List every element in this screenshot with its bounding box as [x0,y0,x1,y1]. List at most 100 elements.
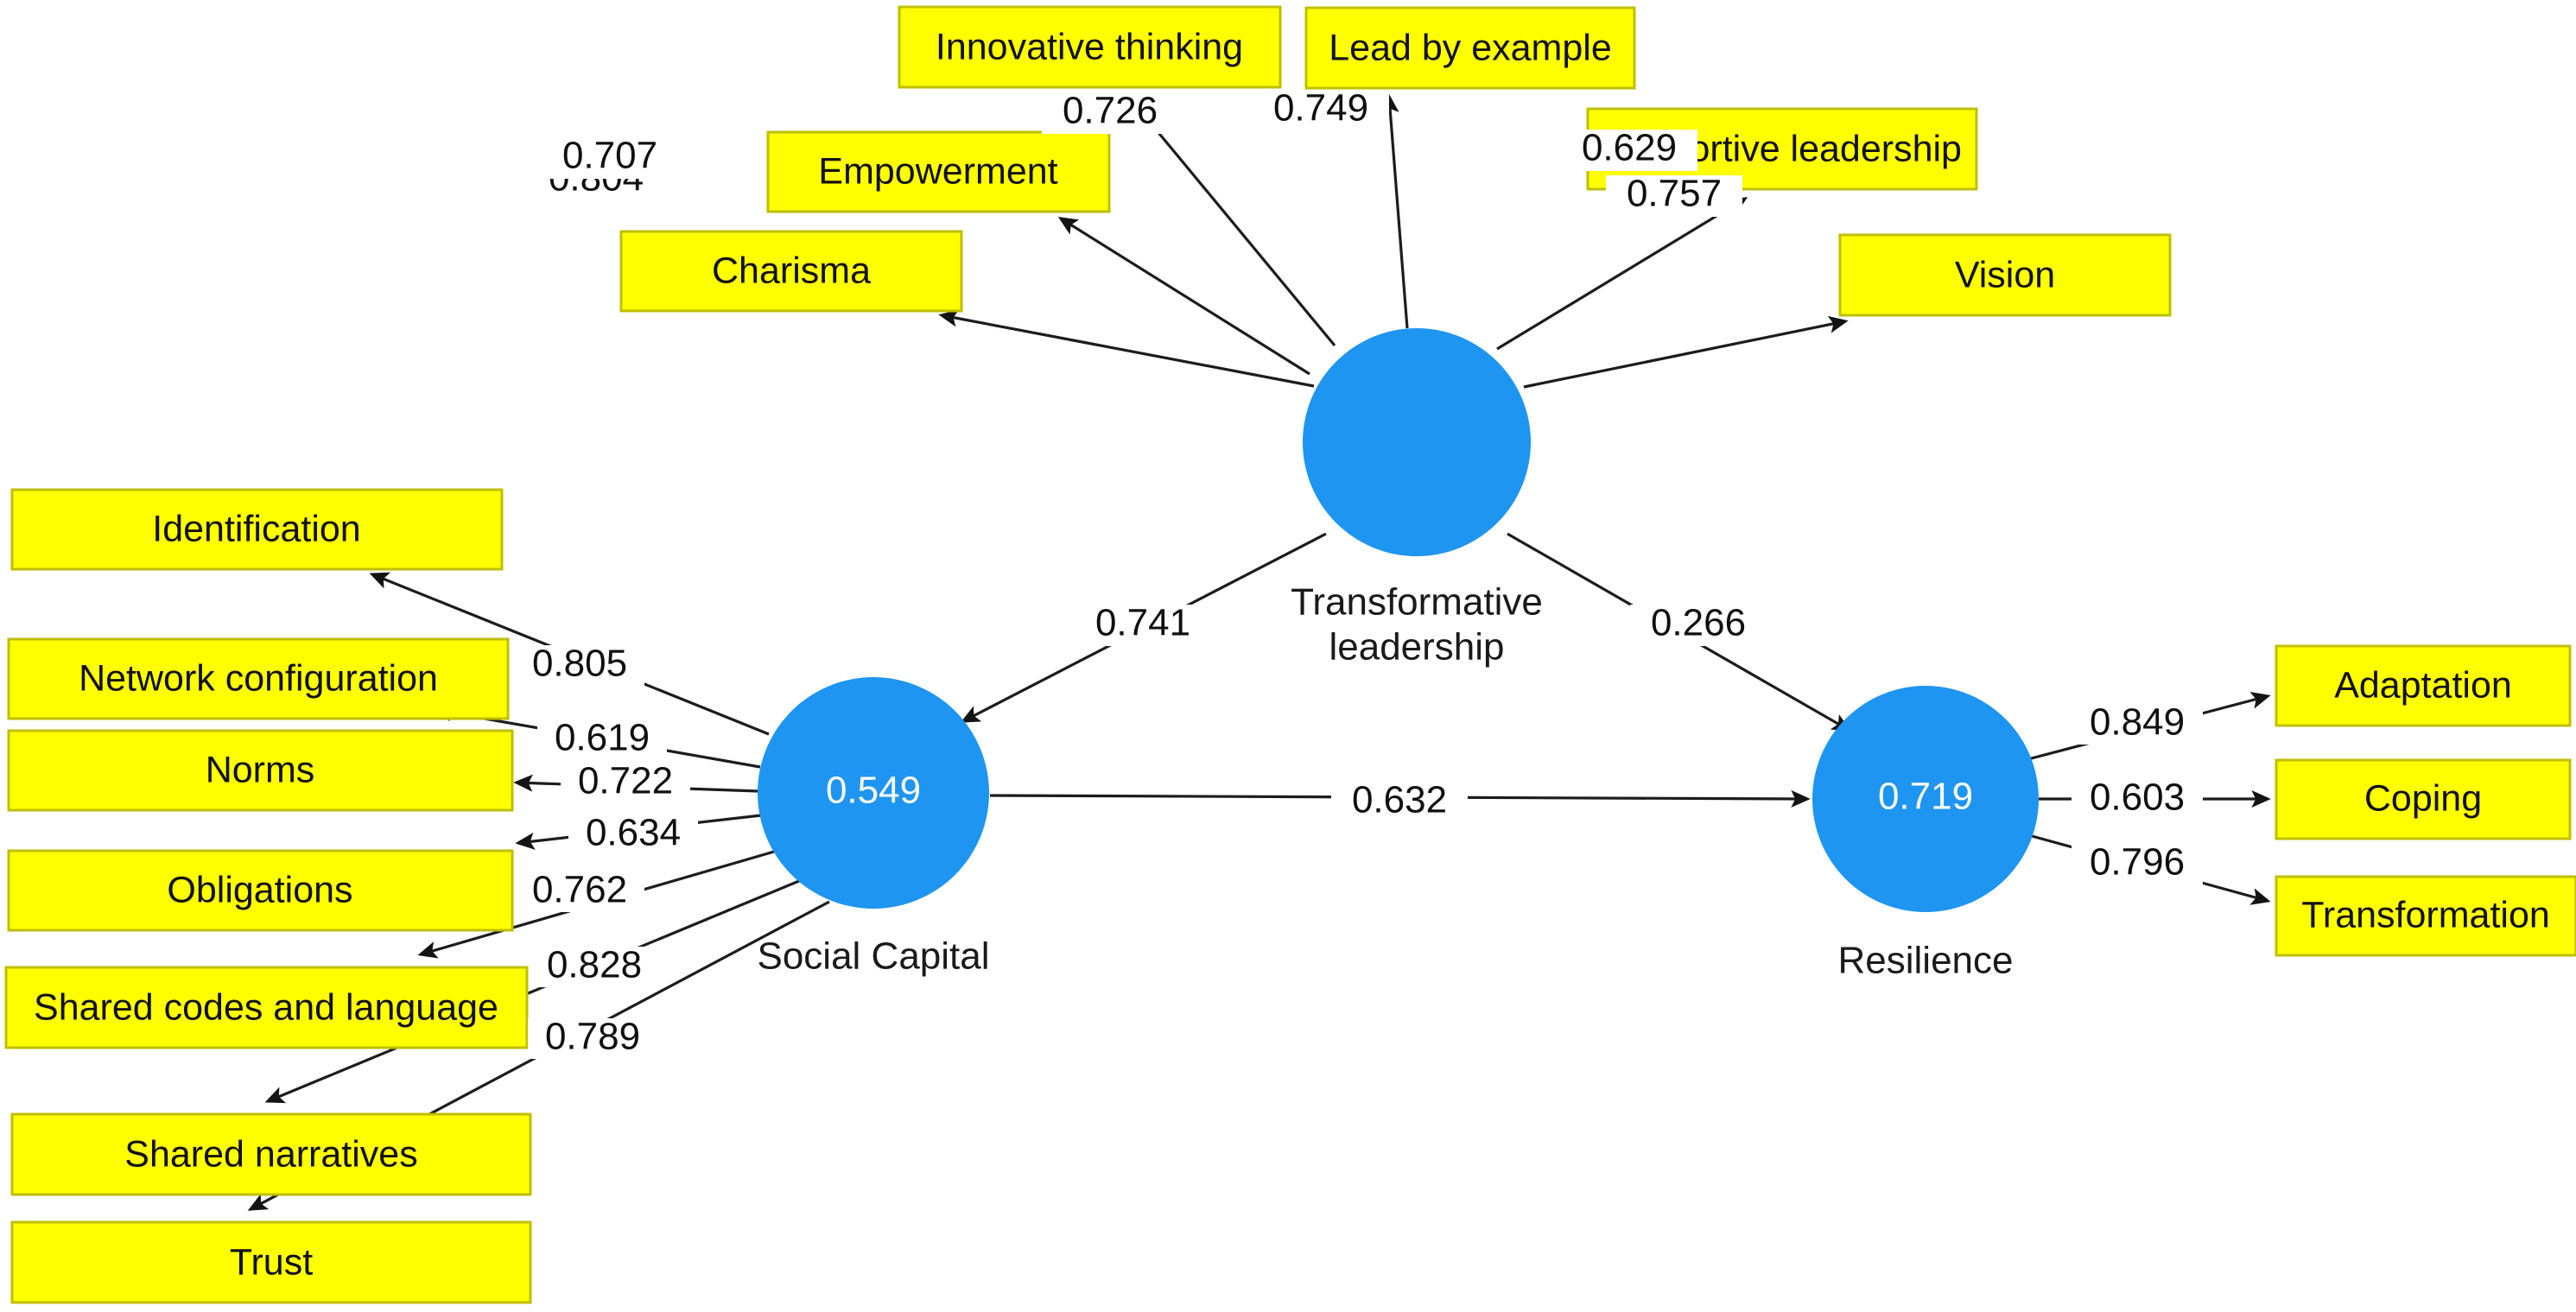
indicator-label: Coping [2364,777,2482,819]
indicator-vision[interactable]: Vision [1838,233,2172,317]
indicator-box[interactable] [10,1220,532,1304]
indicator-lead-by-example[interactable]: Lead by example [1304,6,1636,90]
indicator-box[interactable] [7,849,514,932]
indicator-shared-codes-and-language[interactable]: Shared codes and language [4,966,529,1049]
indicator-box[interactable] [2275,875,2576,957]
indicator-obligations[interactable]: Obligations [7,849,514,932]
indicator-transformation[interactable]: Transformation [2275,875,2576,957]
label-backdrop [537,719,667,760]
coefficient-value: 0.632 [1352,779,1447,821]
coefficient-label-obligations: 0.634 [568,812,698,855]
construct-circle[interactable] [1812,686,2039,912]
coefficient-value: 0.796 [2090,841,2185,884]
indicator-box[interactable] [2275,644,2572,727]
coefficient-label-transformation: 0.796 [2072,841,2203,884]
coefficient-value: 0.266 [1651,602,1746,644]
coefficient-value: 0.749 [1273,87,1368,130]
coefficient-label-shared-narratives: 0.828 [530,944,659,987]
coefficient-label-tl-to-sc: 0.741 [1075,602,1211,646]
coefficient-value: 0.762 [532,869,627,911]
indicator-coping[interactable]: Coping [2275,758,2572,840]
indicator-box[interactable] [1838,233,2172,317]
construct-label-line1: Transformative [1291,581,1543,624]
indicator-identification[interactable]: Identification [10,488,504,571]
coefficient-value: 0.722 [578,760,673,802]
coefficient-label-network-configuration: 0.619 [537,717,667,760]
indicator-label: Transformation [2301,894,2550,935]
coefficient-label-trust: 0.789 [528,1016,657,1059]
indicator-box[interactable] [7,729,514,812]
coefficient-label-empowerment: 0.707 [542,135,678,179]
indicator-box[interactable] [4,966,529,1049]
indicator-norms[interactable]: Norms [7,729,514,812]
indicator-label: Trust [230,1241,313,1283]
label-backdrop [528,1018,657,1059]
indicator-box[interactable] [2275,758,2572,840]
coefficient-value: 0.849 [2090,701,2185,744]
path-tl-vision [1523,315,1849,389]
construct-label: Social Capital [757,935,989,978]
coefficient-value: 0.619 [555,717,650,759]
indicator-charisma[interactable]: Charisma [619,230,963,313]
indicator-box[interactable] [898,5,1282,89]
label-backdrop [1606,175,1742,217]
path-tl-innovative [1125,92,1336,347]
path-sc-narratives [264,879,800,1104]
construct-social-capital[interactable]: 0.549 Social Capital [757,677,990,978]
path-tl-charisma [938,309,1315,388]
indicator-box[interactable] [7,637,510,720]
coefficient-label-vision: 0.757 [1606,173,1742,217]
coefficient-label-adaptation: 0.849 [2072,701,2203,745]
label-backdrop [1630,605,1767,646]
label-backdrop [530,947,659,987]
tl-measurement-paths [938,92,1849,389]
label-backdrop [1042,92,1178,134]
indicator-adaptation[interactable]: Adaptation [2275,644,2572,727]
indicator-box[interactable] [10,488,504,571]
label-backdrop [2072,844,2203,884]
coefficient-value: 0.757 [1627,173,1722,215]
construct-circle[interactable] [758,677,989,909]
indicator-network-configuration[interactable]: Network configuration [7,637,510,720]
indicator-label: Charisma [712,250,871,291]
path-tl-supportive [1496,197,1748,351]
indicator-label: Shared codes and language [34,986,498,1028]
coefficient-value: 0.634 [586,812,681,854]
construct-circle[interactable] [1303,328,1531,556]
indicator-label: Shared narratives [124,1133,417,1175]
path-tl-empowerment [1057,217,1310,376]
label-backdrop [2072,779,2203,820]
coefficient-value: 0.741 [1095,602,1190,644]
coefficient-value: 0.805 [532,643,627,685]
indicator-label: Network configuration [79,657,438,699]
coefficient-label-lead-by-example: 0.749 [1253,87,1389,131]
indicator-empowerment[interactable]: Empowerment [766,130,1111,213]
construct-transformative-leadership[interactable]: Transformative leadership [1291,328,1543,669]
indicator-label: Vision [1955,254,2055,295]
coefficient-label-innovative-thinking: 0.726 [1042,90,1178,134]
indicator-innovative-thinking[interactable]: Innovative thinking [898,5,1282,89]
indicator-box[interactable] [619,230,963,313]
indicator-box[interactable] [1304,6,1636,90]
indicator-trust[interactable]: Trust [10,1220,532,1304]
indicator-box[interactable] [10,1112,532,1196]
indicator-shared-narratives[interactable]: Shared narratives [10,1112,532,1196]
label-backdrop [515,645,644,686]
indicator-box[interactable] [766,130,1111,213]
construct-resilience[interactable]: 0.719 Resilience [1812,686,2039,982]
label-backdrop [1075,605,1211,646]
indicator-boxes: Charisma Empowerment Innovative thinking… [4,5,2576,1304]
construct-nodes: Transformative leadership 0.549 Social C… [757,328,2039,982]
label-backdrop [542,137,678,179]
construct-label-line2: leadership [1329,626,1504,669]
coefficient-label-supportive-leadership: 0.629 [1561,127,1697,171]
label-backdrop [515,871,644,912]
coefficient-label-coping: 0.603 [2072,776,2203,820]
indicator-label: Norms [206,749,315,790]
label-backdrop [2072,704,2203,745]
indicator-label: Innovative thinking [936,26,1243,67]
coefficient-labels: 0.804 0.707 0.726 0.749 0.629 0.757 [515,87,2203,1059]
coefficient-value: 0.726 [1063,90,1158,132]
